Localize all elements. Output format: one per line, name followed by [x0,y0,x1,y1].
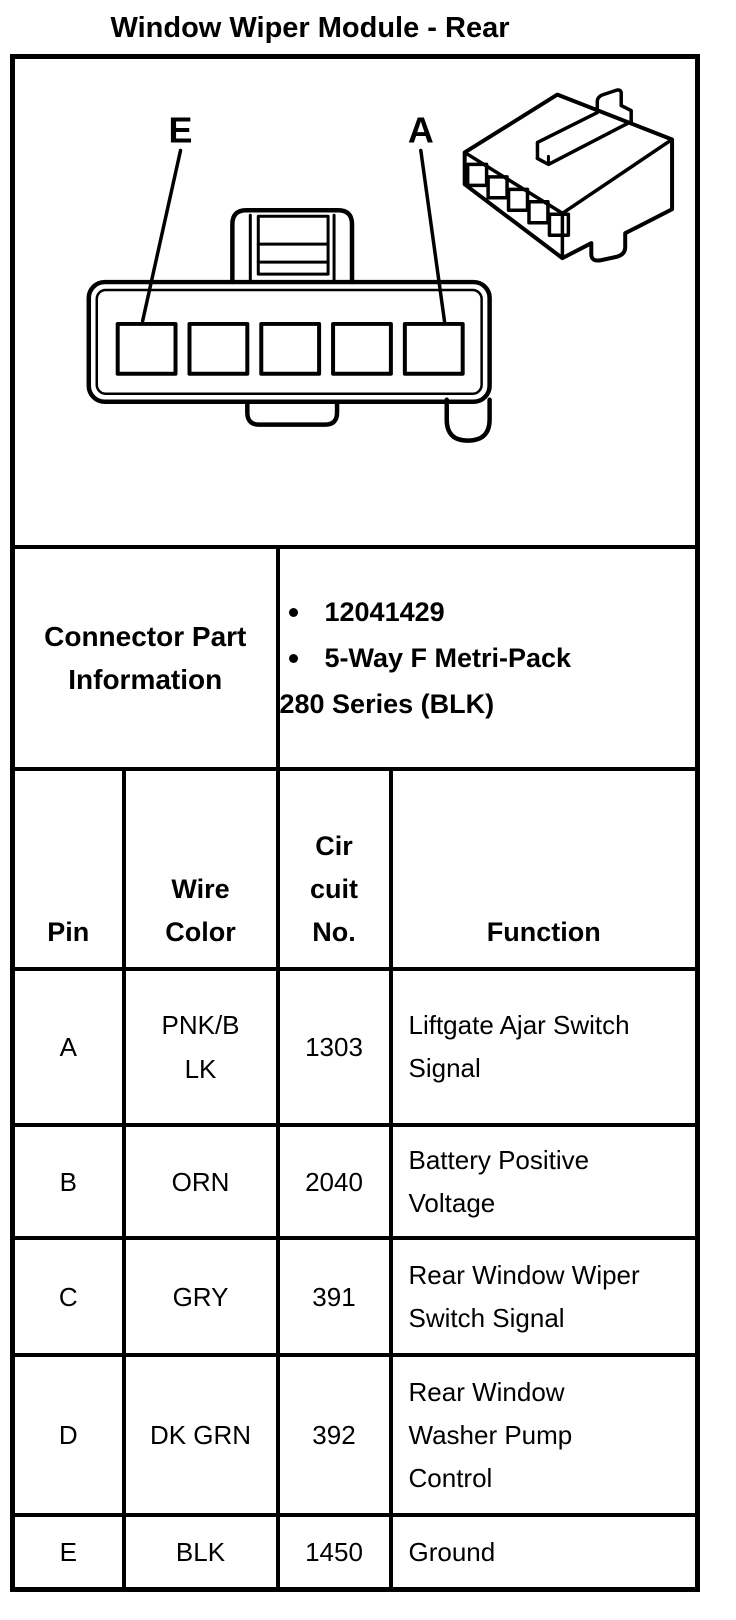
circuit-no-cell: 392 [275,1353,393,1517]
pin-cavity-e [115,321,178,376]
leader-line-a [419,148,447,325]
pin-cavity-d [187,321,250,376]
connector-part-info-continuation: 280 Series (BLK) [279,689,495,719]
page-title: Window Wiper Module - Rear [110,12,510,44]
connector-front-view: E A [86,110,492,443]
header-wire-color: Wire Color [121,767,280,971]
pin-cell: E [10,1513,126,1592]
connector-latch [230,208,355,285]
connector-body-outline [86,279,492,404]
pin-table-header-row: Pin Wire Color Cir cuit No. Function [10,767,700,971]
pin-label-e: E [169,110,193,150]
wire-color-cell: PNK/B LK [121,967,280,1127]
connector-side-hook [444,397,492,443]
header-pin: Pin [10,767,126,971]
wire-color-cell: DK GRN [121,1353,280,1517]
bullet-icon [288,653,298,663]
circuit-no-cell: 391 [275,1236,393,1357]
connector-part-info-label-cell: Connector Part Information [10,545,280,771]
header-function: Function [388,767,700,971]
wire-color-cell: ORN [121,1123,280,1240]
diagram-row: E A [10,54,700,549]
circuit-no-cell: 1450 [275,1513,393,1592]
function-cell: Liftgate Ajar Switch Signal [388,967,700,1127]
function-cell: Rear Window Wiper Switch Signal [388,1236,700,1357]
pin-cell: A [10,967,126,1127]
pin-label-a: A [408,110,434,150]
pin-cavity-b [331,321,393,376]
connector-diagram-panel: E A [10,54,700,549]
bullet-icon [288,607,298,617]
list-item: 12041429 [282,589,694,635]
pin-table-row: A PNK/B LK 1303 Liftgate Ajar Switch Sig… [10,967,700,1127]
function-cell: Rear Window Washer Pump Control [388,1353,700,1517]
pin-table-row: B ORN 2040 Battery Positive Voltage [10,1123,700,1240]
pin-cell: C [10,1236,126,1357]
pin-table-row: D DK GRN 392 Rear Window Washer Pump Con… [10,1353,700,1517]
circuit-no-cell: 1303 [275,967,393,1127]
header-circuit-no: Cir cuit No. [275,767,393,971]
pin-table-row: C GRY 391 Rear Window Wiper Switch Signa… [10,1236,700,1357]
connector-part-info-list: 12041429 5-Way F Metri-Pack [282,589,694,681]
leader-line-e [140,148,183,323]
circuit-no-cell: 2040 [275,1123,393,1240]
connector-diagram: E A [86,88,675,443]
connector-info-table: E A [10,54,700,1592]
connector-isometric-illustration [462,88,675,263]
pin-cavities [115,321,465,376]
wire-color-cell: GRY [121,1236,280,1357]
connector-bottom-tab [245,399,340,427]
connector-part-info-row: Connector Part Information 12041429 5-Wa… [10,545,700,771]
function-cell: Battery Positive Voltage [388,1123,700,1240]
list-item: 5-Way F Metri-Pack [282,635,694,681]
function-cell: Ground [388,1513,700,1592]
connector-body-inner-line [95,288,483,395]
pin-cavity-c [259,321,322,376]
pin-cavity-a [402,321,465,376]
pin-table-row: E BLK 1450 Ground [10,1513,700,1592]
connector-part-info-content-cell: 12041429 5-Way F Metri-Pack 280 Series (… [275,545,700,771]
pin-cell: B [10,1123,126,1240]
connector-part-info-label: Connector Part Information [44,621,247,695]
pin-cell: D [10,1353,126,1517]
wire-color-cell: BLK [121,1513,280,1592]
